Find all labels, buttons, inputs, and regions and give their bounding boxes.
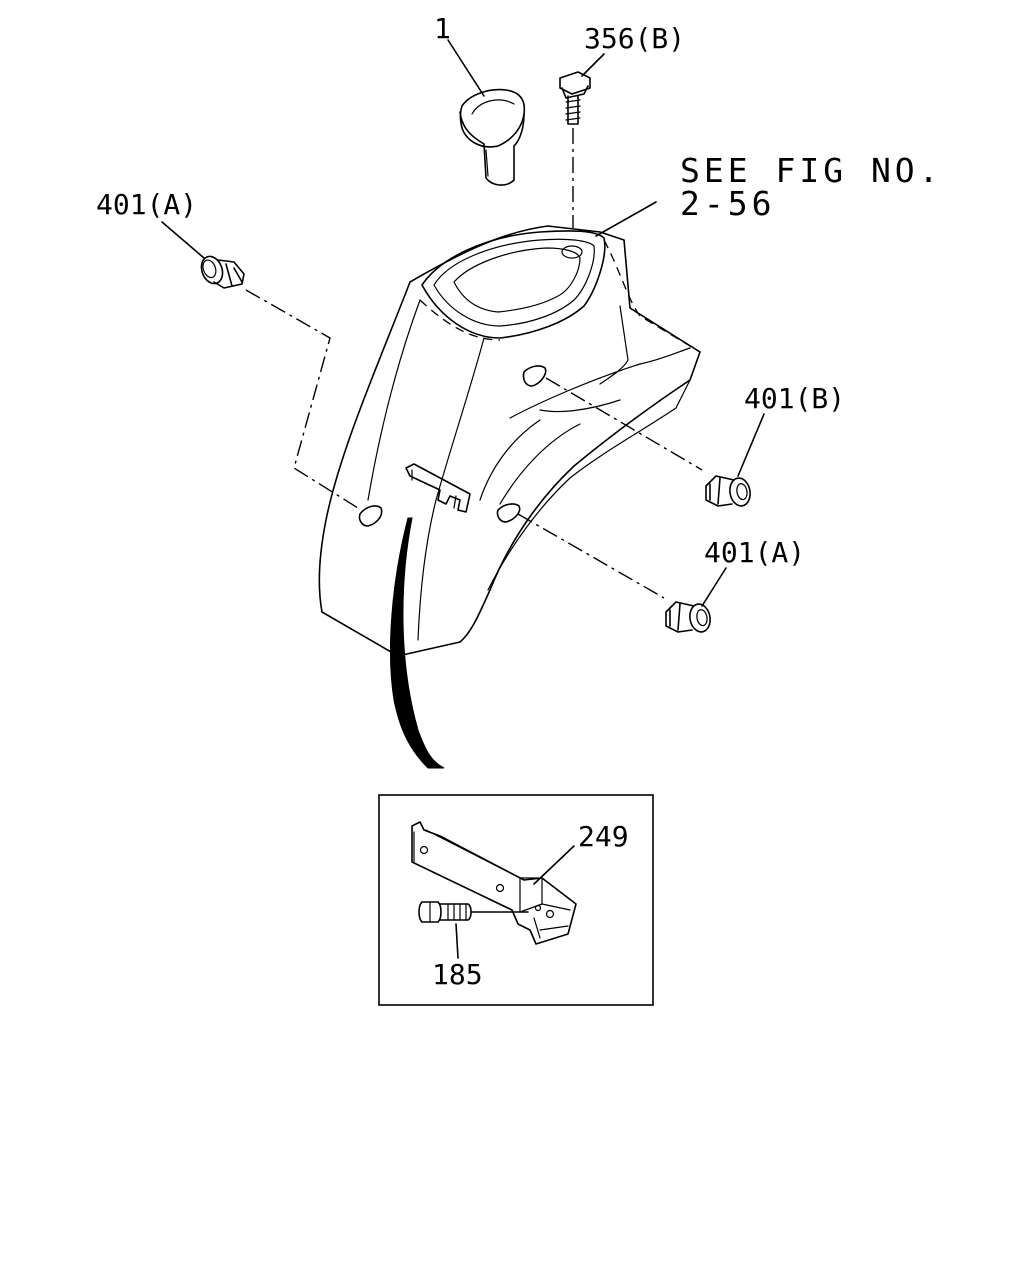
callout-401a-right: 401(A) [704,536,805,569]
callout-part-1: 1 [434,12,451,45]
inset-leader [389,517,445,769]
push-clip-icon [705,475,751,507]
bolt-icon [418,901,472,923]
callout-part-249: 249 [578,820,629,853]
callout-401b: 401(B) [744,382,845,415]
callout-part-356b: 356(B) [584,22,685,55]
clip-leader-top-left [245,289,359,509]
bracket-icon [411,821,577,945]
see-fig-reference: SEE FIG NO. [680,151,943,190]
leader-401a-left [161,221,205,259]
push-clip-icon [665,601,711,633]
leader-401b [737,413,765,477]
console-cover [318,225,701,657]
clip-leader-right-upper [545,377,703,471]
callout-part-185: 185 [432,958,483,991]
leader-185 [455,923,459,959]
leader-401a-right [701,567,727,607]
shift-knob-icon [459,88,526,186]
leader-part-356b [581,53,605,77]
inset-frame [378,794,654,1006]
bolt-icon [559,71,591,125]
leader-part-1 [447,39,485,97]
clip-leader-right-lower [517,513,665,599]
push-clip-icon [200,255,245,289]
see-fig-number: 2-56 [680,184,775,223]
leader-249 [533,845,575,885]
callout-401a-left: 401(A) [96,188,197,221]
leader-see-fig [595,201,657,237]
